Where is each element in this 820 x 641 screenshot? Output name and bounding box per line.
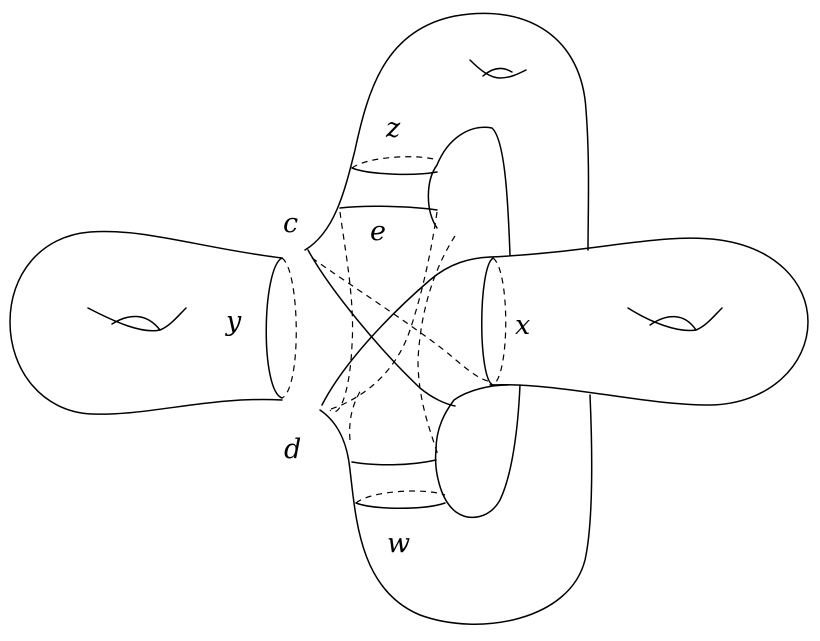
dashed-cross-1 xyxy=(311,257,493,383)
label-w: w xyxy=(387,528,410,559)
label-x: x xyxy=(515,310,530,341)
diagonal-solid-1 xyxy=(307,249,456,407)
right-lobe-outline xyxy=(489,237,809,406)
left-lobe-outline xyxy=(9,230,283,415)
genus-handle-icon-top xyxy=(469,59,527,79)
dashed-cross-2 xyxy=(417,235,456,456)
label-y: y xyxy=(225,306,242,337)
genus-handle-icon-right xyxy=(627,307,723,332)
curve-z xyxy=(351,156,438,176)
dashed-top-right xyxy=(327,211,438,411)
top-arm-inner-hole xyxy=(427,126,511,256)
dashed-top-left xyxy=(329,211,354,413)
genus-handle-icon-left xyxy=(87,307,187,332)
curve-x xyxy=(481,257,507,386)
curve-w xyxy=(355,490,446,509)
bottom-arm-outline xyxy=(319,394,593,625)
diagonal-solid-2 xyxy=(321,256,491,406)
curve-y xyxy=(265,257,297,399)
label-z: z xyxy=(385,113,401,144)
label-d: d xyxy=(284,434,301,465)
central-curves xyxy=(307,205,493,466)
dashed-bottom-left xyxy=(349,387,363,441)
curve-bottom-arc xyxy=(351,459,437,466)
top-arm-outline xyxy=(304,12,590,251)
label-c: c xyxy=(283,208,298,239)
curve-e-top xyxy=(339,205,438,211)
label-e: e xyxy=(370,216,386,247)
labels: z c e y x d w xyxy=(225,113,530,559)
